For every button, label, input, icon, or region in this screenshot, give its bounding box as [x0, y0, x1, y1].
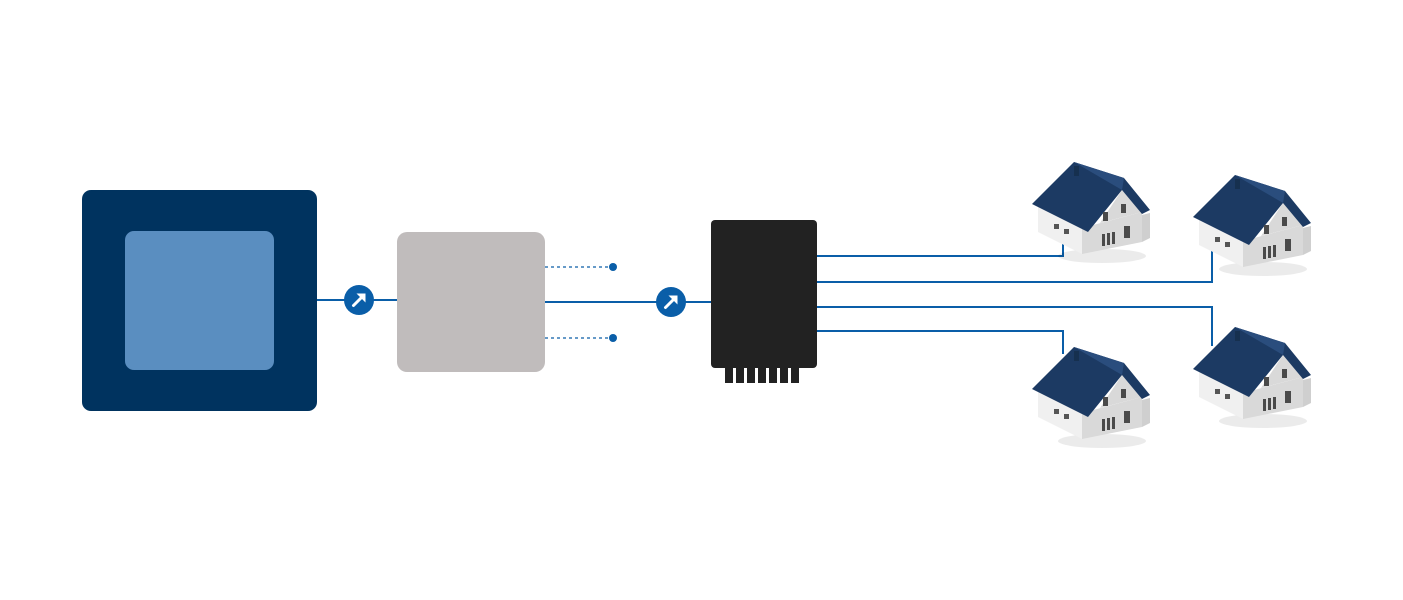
- terminal-port: [769, 368, 777, 383]
- splitter-box: [397, 232, 545, 372]
- house-2: [1193, 175, 1311, 276]
- terminal-port: [736, 368, 744, 383]
- house-3: [1032, 347, 1150, 448]
- house-1: [1032, 162, 1150, 263]
- connector-badge-2: [654, 285, 688, 319]
- house-icon: [1193, 175, 1311, 276]
- terminal-port: [758, 368, 766, 383]
- house-icon: [1032, 162, 1150, 263]
- connector-badge-1: [342, 283, 376, 317]
- terminal-ports: [725, 368, 799, 383]
- terminal-body: [711, 220, 817, 368]
- terminal-port: [725, 368, 733, 383]
- drop-line-2: [816, 246, 1213, 283]
- drop-line-3: [816, 306, 1213, 346]
- arrow-up-right-icon: [654, 285, 688, 319]
- spare-endpoint-lower: [609, 334, 617, 342]
- house-4: [1193, 327, 1311, 428]
- arrow-up-right-icon: [342, 283, 376, 317]
- terminal-box: [711, 220, 817, 383]
- central-office-inner: [125, 231, 274, 370]
- terminal-port: [780, 368, 788, 383]
- house-icon: [1193, 327, 1311, 428]
- drop-line-4: [816, 330, 1064, 354]
- drop-line-1: [816, 238, 1064, 257]
- central-office-box: [82, 190, 317, 411]
- terminal-port: [747, 368, 755, 383]
- spare-endpoint-upper: [609, 263, 617, 271]
- terminal-port: [791, 368, 799, 383]
- house-icon: [1032, 347, 1150, 448]
